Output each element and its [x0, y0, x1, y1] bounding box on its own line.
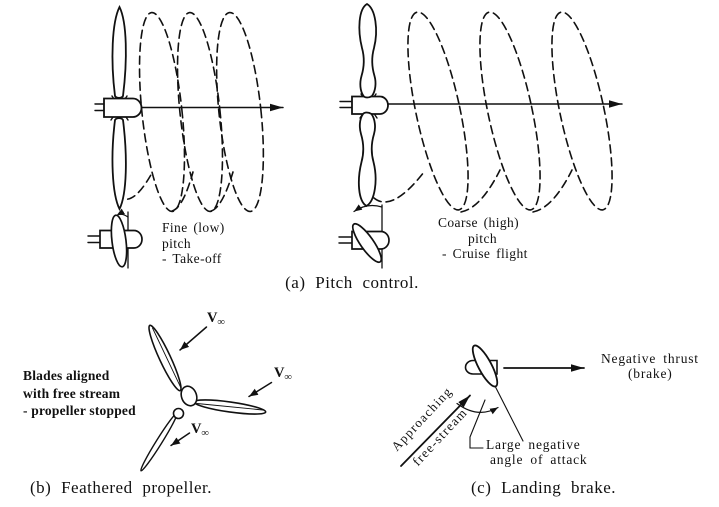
- fine-pitch-blade-upper: [111, 4, 127, 99]
- feathered-blade-right: [193, 399, 267, 415]
- negative-thrust-label: Negative thrust (brake): [601, 351, 699, 381]
- coarse-pitch-helix-path: [373, 11, 613, 213]
- negative-thrust-label-line2: (brake): [628, 366, 673, 381]
- feathered-note-line3: - propeller stopped: [23, 403, 136, 418]
- caption-pitch-control: (a) Pitch control.: [285, 273, 419, 292]
- feathered-hub: [172, 385, 198, 420]
- angle-of-attack-arc: [456, 402, 499, 415]
- freestream-arrow-top: [179, 326, 208, 351]
- feathered-blade-lower: [140, 412, 178, 472]
- angle-of-attack-label-line1: Large negative: [486, 437, 581, 452]
- coarse-pitch-blade-section: [338, 204, 390, 269]
- fine-pitch-diagram: [87, 4, 284, 269]
- landing-brake-blade-section: [471, 344, 499, 388]
- feathered-note-line2: with free stream: [23, 385, 121, 401]
- fine-pitch-hub: [103, 97, 143, 118]
- angle-of-attack-label: Large negative angle of attack: [486, 437, 587, 467]
- feathered-note-line1: Blades aligned: [23, 368, 110, 383]
- coarse-pitch-label: Coarse (high) pitch - Cruise flight: [438, 215, 528, 262]
- velocity-label-bottom: V∞: [191, 421, 209, 439]
- fine-pitch-propeller: [94, 4, 143, 212]
- angle-of-attack-label-line2: angle of attack: [490, 452, 588, 467]
- fine-pitch-label-line1: Fine (low): [162, 220, 225, 235]
- feathered-blade-upper: [148, 324, 182, 392]
- velocity-label-top: V∞: [207, 310, 225, 328]
- coarse-pitch-hub: [351, 95, 389, 115]
- caption-feathered-propeller: (b) Feathered propeller.: [30, 478, 213, 497]
- freestream-arrow-bottom: [170, 432, 191, 447]
- aoa-leader-line: [469, 399, 486, 449]
- coarse-pitch-blade-lower: [357, 111, 377, 208]
- infinity-subscript: ∞: [201, 428, 209, 439]
- fine-pitch-label-line3: - Take-off: [162, 251, 222, 266]
- coarse-pitch-label-line2: pitch: [468, 230, 497, 246]
- negative-thrust-label-line1: Negative thrust: [601, 351, 699, 366]
- fine-pitch-label-line2: pitch: [162, 235, 191, 251]
- coarse-pitch-diagram: [338, 2, 623, 269]
- fine-pitch-blade-section: [87, 208, 143, 269]
- coarse-pitch-label-line1: Coarse (high): [438, 215, 520, 230]
- fine-pitch-label: Fine (low) pitch - Take-off: [162, 220, 225, 267]
- infinity-subscript: ∞: [217, 317, 225, 328]
- coarse-pitch-label-line3: - Cruise flight: [442, 246, 528, 261]
- freestream-arrow-right: [248, 381, 273, 398]
- coarse-pitch-blade-upper: [358, 2, 377, 99]
- infinity-subscript: ∞: [284, 372, 292, 383]
- landing-brake-diagram: [400, 344, 585, 467]
- feathered-note: Blades aligned with free stream - propel…: [23, 367, 136, 420]
- feathered-propeller-diagram: [140, 324, 273, 472]
- velocity-label-right: V∞: [274, 365, 292, 383]
- coarse-pitch-propeller: [339, 2, 389, 208]
- fine-pitch-helix-path: [116, 11, 265, 213]
- blade-chord-extension-line: [494, 385, 524, 442]
- caption-landing-brake: (c) Landing brake.: [471, 478, 617, 497]
- fine-pitch-blade-lower: [111, 117, 127, 212]
- approaching-freestream-arrow: [400, 394, 471, 467]
